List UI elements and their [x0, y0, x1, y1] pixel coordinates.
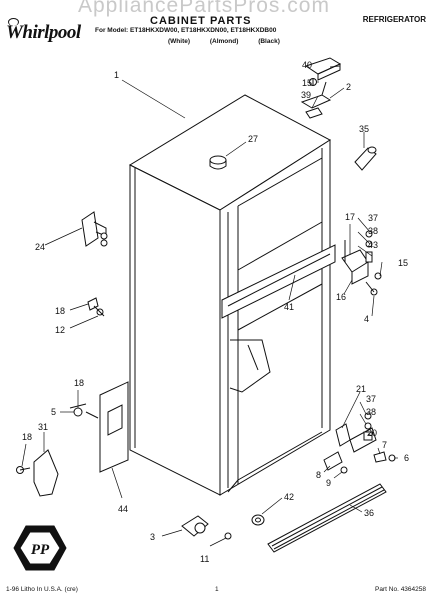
footer-page-number: 1	[215, 586, 219, 593]
top-hinge-assembly	[300, 57, 342, 119]
callout-15-center: 15	[398, 258, 408, 268]
callout-38-top: 38	[368, 226, 378, 236]
callout-17: 17	[345, 212, 355, 222]
callout-7: 7	[382, 440, 387, 450]
model-numbers: For Model: ET18HKXDW00, ET18HKXDN00, ET1…	[95, 27, 277, 34]
callout-8: 8	[316, 470, 321, 480]
callout-1: 1	[114, 70, 119, 80]
cabinet-body	[128, 94, 336, 496]
left-hinge-24	[81, 211, 108, 247]
callout-11: 11	[200, 554, 209, 564]
variant-almond: (Almond)	[209, 38, 239, 45]
callout-41: 41	[284, 302, 294, 312]
callout-16: 16	[336, 292, 346, 302]
callout-24: 24	[35, 242, 45, 252]
callout-40: 40	[302, 60, 312, 70]
whirlpool-logo-icon	[8, 18, 19, 26]
callout-35: 35	[359, 124, 369, 134]
callout-labels: 1 2 3 4 5 6 7 8 9 11 12 15 15 16 17 18 1…	[22, 60, 409, 564]
leader-lines	[21, 65, 398, 547]
lower-left-bracket	[69, 381, 129, 473]
callout-37-top: 37	[368, 213, 378, 223]
callout-27: 27	[248, 134, 258, 144]
callout-39: 39	[301, 90, 311, 100]
callout-20: 20	[367, 428, 377, 438]
callout-9: 9	[326, 478, 331, 488]
hinge-cover	[354, 146, 377, 171]
callout-15-top: 15	[302, 78, 312, 88]
callout-44: 44	[118, 504, 128, 514]
toe-cover-31	[16, 449, 59, 497]
callout-18-c: 18	[22, 432, 32, 442]
callout-4: 4	[364, 314, 369, 324]
callout-43: 43	[368, 240, 378, 250]
center-hinge-assembly	[341, 230, 382, 296]
variant-black: (Black)	[258, 38, 280, 45]
footer-litho: 1-96 Litho In U.S.A. (cre)	[6, 586, 78, 593]
brand-logo: Whirlpool	[6, 22, 81, 43]
callout-36: 36	[364, 508, 374, 518]
callout-6: 6	[404, 453, 409, 463]
callout-21: 21	[356, 384, 366, 394]
screw-12-18	[87, 297, 105, 317]
leveling-bracket	[323, 451, 348, 474]
color-variants: (White) (Almond) (Black)	[168, 38, 298, 45]
callout-38-bottom: 38	[366, 407, 376, 417]
product-type: REFRIGERATOR	[362, 15, 426, 24]
lower-right-hinge	[335, 412, 396, 463]
callout-12: 12	[55, 325, 65, 335]
pp-badge-text: PP	[31, 542, 50, 558]
footer-part-number: Part No. 4364258	[375, 586, 426, 593]
variant-white: (White)	[168, 38, 191, 45]
callout-3: 3	[150, 532, 155, 542]
callout-5: 5	[51, 407, 56, 417]
callout-37-bottom: 37	[366, 394, 376, 404]
roller-42	[251, 514, 265, 526]
callout-42: 42	[284, 492, 294, 502]
callout-2: 2	[346, 82, 351, 92]
roller-bracket	[181, 515, 232, 540]
callout-31: 31	[38, 422, 48, 432]
callout-18-b: 18	[74, 378, 84, 388]
pp-badge	[13, 525, 67, 571]
callout-18-a: 18	[55, 306, 65, 316]
toe-grille	[267, 483, 387, 553]
plug-button	[209, 155, 227, 170]
page-title: CABINET PARTS	[150, 15, 252, 27]
